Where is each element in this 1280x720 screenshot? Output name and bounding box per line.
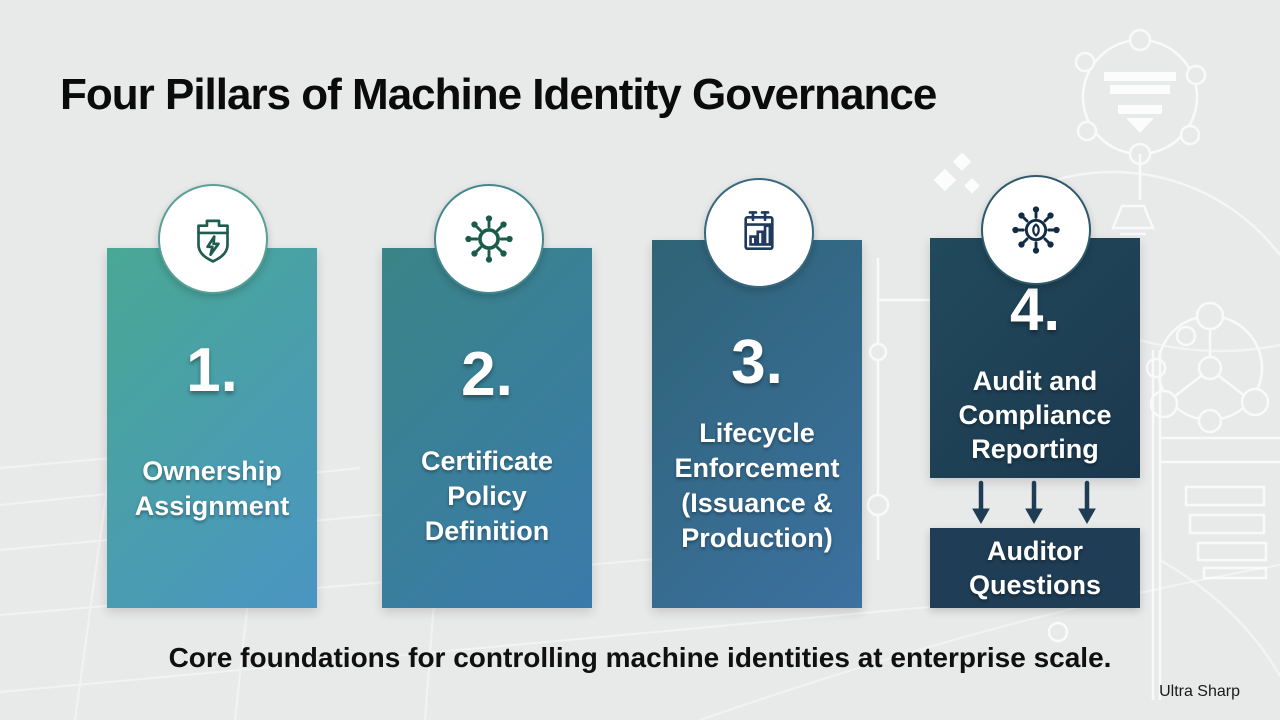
- pillar-1-number: 1.: [186, 336, 238, 405]
- pillar-4-number: 4.: [1009, 276, 1061, 343]
- hub-nodes-icon: [465, 215, 513, 263]
- pillar-1-box: 1. Ownership Assignment: [107, 248, 317, 608]
- down-arrows-icon: [972, 480, 1096, 525]
- pillar-3-box: 3. Lifecycle Enforcement (Issuance & Pro…: [652, 240, 862, 608]
- pillar-4-icon-circle: [981, 175, 1091, 285]
- calendar-chart-icon: [744, 211, 774, 251]
- hub-leaf-icon: [1012, 206, 1060, 254]
- pillar-2-box: 2. Certificate Policy Definition: [382, 248, 592, 608]
- watermark-text: Ultra Sharp: [1159, 683, 1240, 700]
- slide-caption: Core foundations for controlling machine…: [168, 642, 1112, 673]
- pillar-1-icon-circle: [158, 184, 268, 294]
- pillar-3-number: 3.: [731, 328, 783, 397]
- slide-title: Four Pillars of Machine Identity Governa…: [60, 70, 937, 119]
- shield-lightning-icon: [197, 219, 229, 263]
- auditor-questions-box: Auditor Questions: [930, 528, 1140, 608]
- pillar-3-label: Lifecycle Enforcement (Issuance & Produc…: [674, 418, 840, 553]
- pillar-4-arrows: [930, 480, 1140, 527]
- pillar-3-icon-circle: [704, 178, 814, 288]
- pillar-2-number: 2.: [461, 340, 513, 409]
- pillar-1-label: Ownership Assignment: [134, 456, 290, 521]
- pillar-2-label: Certificate Policy Definition: [420, 446, 554, 546]
- auditor-questions-label: Auditor Questions: [968, 536, 1102, 600]
- pillar-2-icon-circle: [434, 184, 544, 294]
- pillar-4-label: Audit and Compliance Reporting: [958, 366, 1112, 464]
